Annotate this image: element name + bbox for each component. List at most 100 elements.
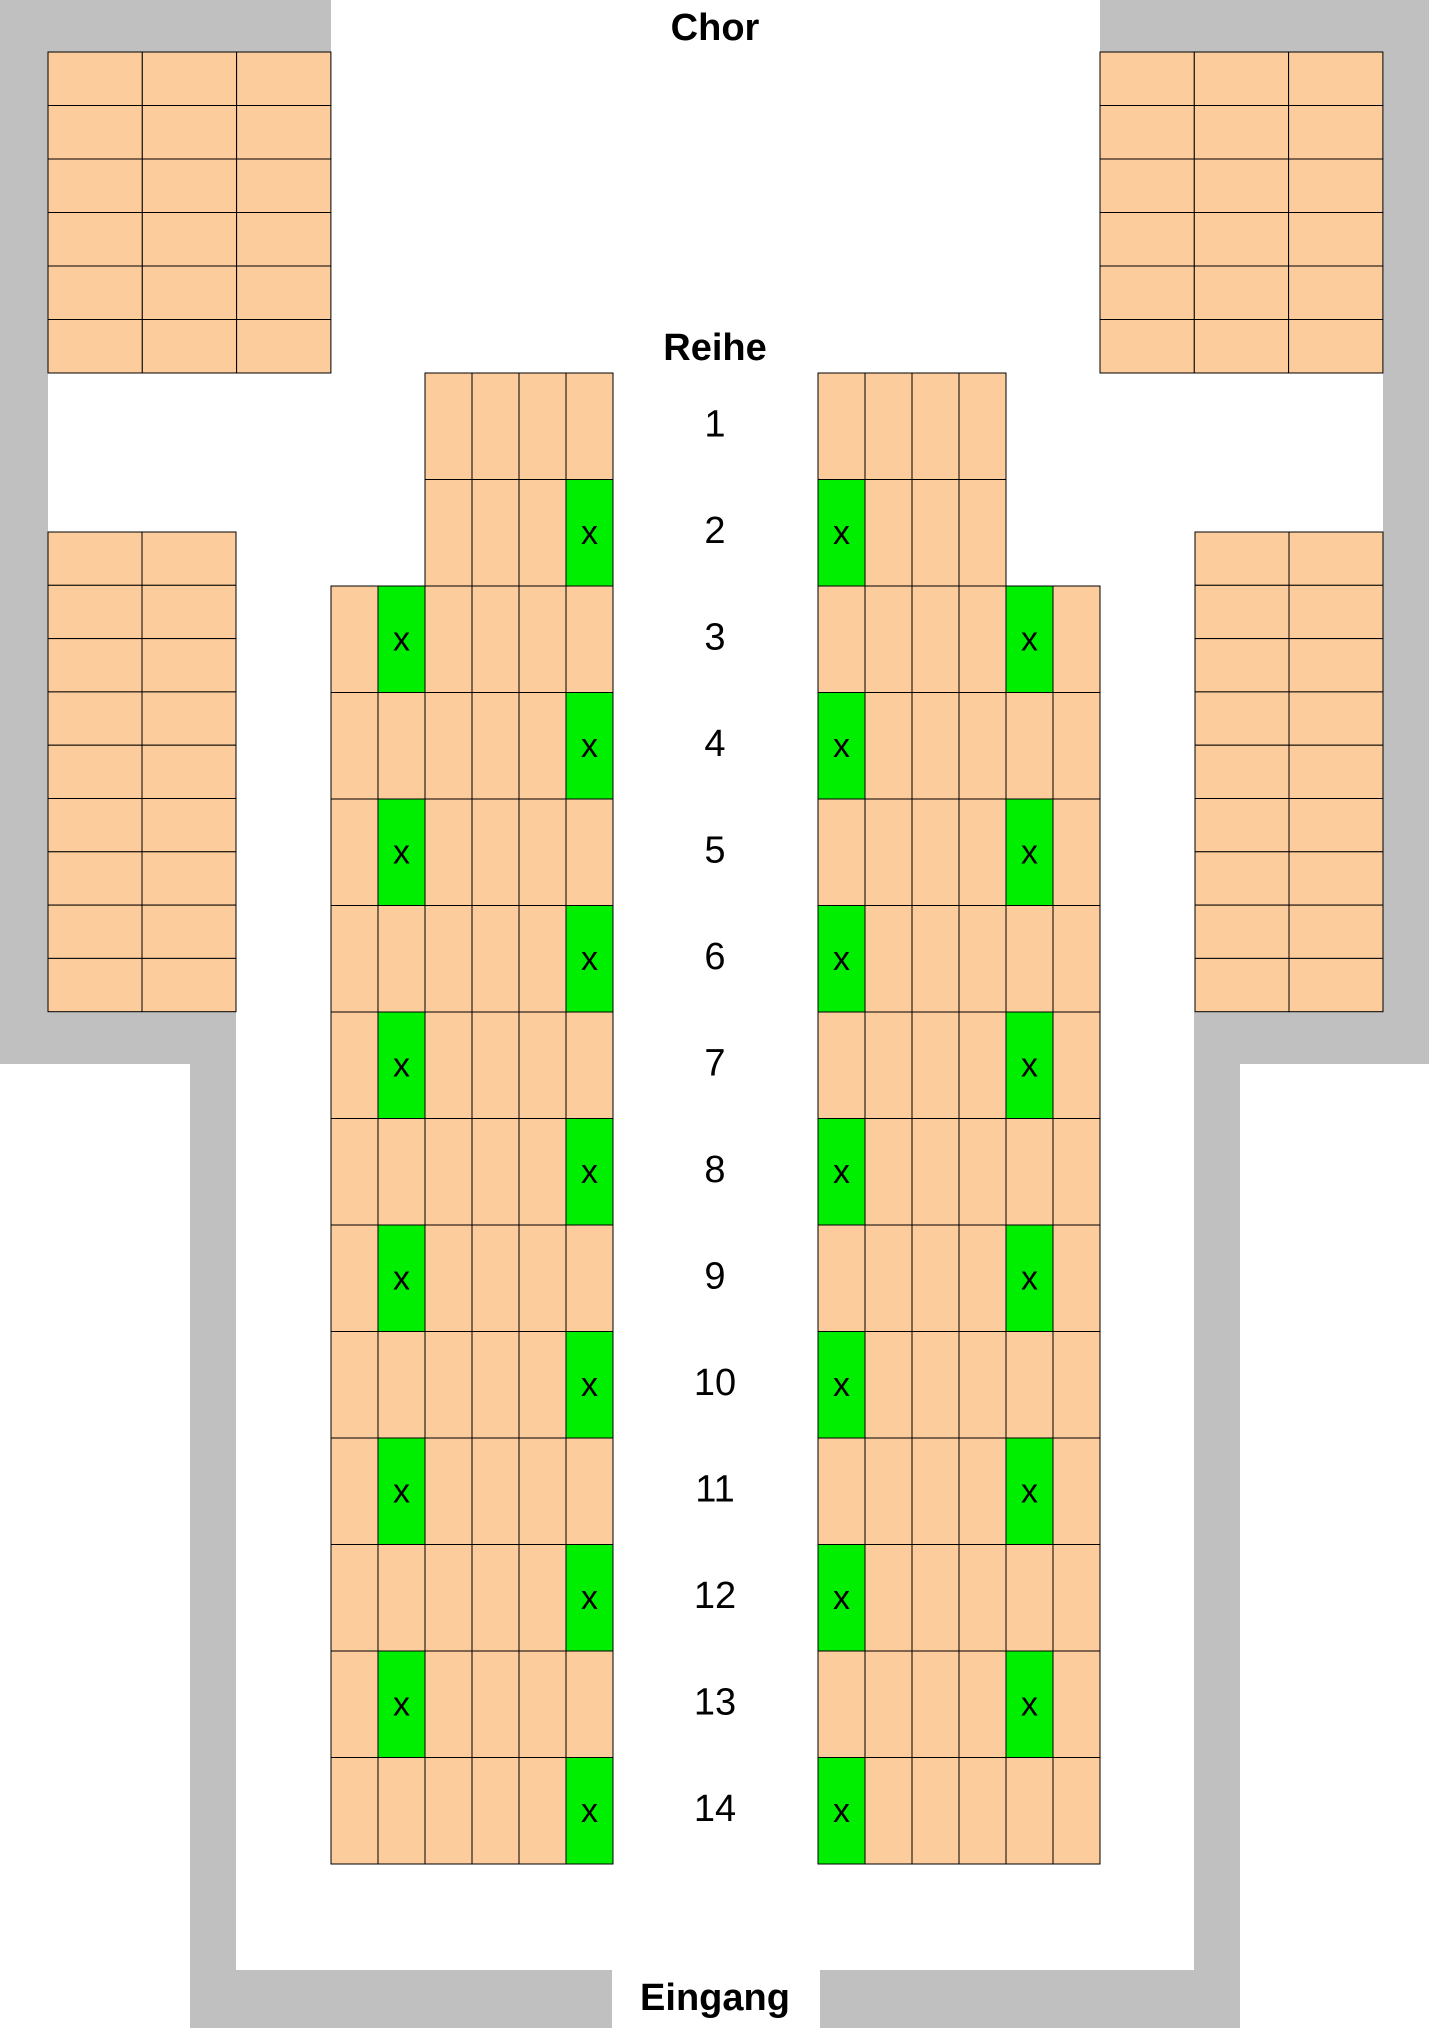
seat-right[interactable] xyxy=(958,372,1007,480)
choir-seat-right[interactable] xyxy=(1099,51,1195,106)
seat-left[interactable] xyxy=(471,1757,520,1865)
side-seat-left[interactable] xyxy=(47,904,143,959)
seat-left[interactable] xyxy=(471,479,520,587)
seat-right[interactable] xyxy=(1052,1650,1101,1758)
seat-left[interactable] xyxy=(518,1118,567,1226)
seat-left[interactable] xyxy=(471,1650,520,1758)
side-seat-right[interactable] xyxy=(1194,584,1290,640)
seat-left[interactable] xyxy=(471,1331,520,1439)
seat-right[interactable] xyxy=(817,372,866,480)
seat-right[interactable] xyxy=(1052,1011,1101,1119)
seat-right[interactable] xyxy=(911,905,960,1013)
side-seat-right[interactable] xyxy=(1194,531,1290,586)
seat-left[interactable] xyxy=(377,1011,426,1119)
seat-right[interactable] xyxy=(958,1011,1007,1119)
seat-right[interactable] xyxy=(911,585,960,693)
seat-right[interactable] xyxy=(1005,798,1054,906)
choir-seat-left[interactable] xyxy=(141,158,238,213)
side-seat-right[interactable] xyxy=(1194,851,1290,906)
seat-right[interactable] xyxy=(1005,1544,1054,1652)
seat-right[interactable] xyxy=(1005,1224,1054,1332)
side-seat-left[interactable] xyxy=(141,957,237,1013)
seat-right[interactable] xyxy=(1005,905,1054,1013)
choir-seat-left[interactable] xyxy=(236,265,332,320)
seat-left[interactable] xyxy=(565,1118,614,1226)
seat-left[interactable] xyxy=(518,1224,567,1332)
seat-left[interactable] xyxy=(424,1757,473,1865)
seat-right[interactable] xyxy=(1005,1331,1054,1439)
choir-seat-right[interactable] xyxy=(1099,265,1195,320)
choir-seat-right[interactable] xyxy=(1099,319,1195,374)
seat-right[interactable] xyxy=(864,1331,913,1439)
side-seat-left[interactable] xyxy=(47,744,143,800)
choir-seat-right[interactable] xyxy=(1193,105,1290,160)
seat-left[interactable] xyxy=(518,372,567,480)
seat-right[interactable] xyxy=(817,798,866,906)
seat-right[interactable] xyxy=(958,905,1007,1013)
seat-right[interactable] xyxy=(864,1118,913,1226)
seat-left[interactable] xyxy=(471,1437,520,1545)
seat-right[interactable] xyxy=(911,1650,960,1758)
seat-left[interactable] xyxy=(424,905,473,1013)
side-seat-right[interactable] xyxy=(1288,584,1384,640)
seat-right[interactable] xyxy=(1052,905,1101,1013)
seat-left[interactable] xyxy=(471,1224,520,1332)
seat-right[interactable] xyxy=(911,1544,960,1652)
seat-left[interactable] xyxy=(518,1011,567,1119)
seat-right[interactable] xyxy=(817,479,866,587)
seat-left[interactable] xyxy=(330,905,379,1013)
seat-right[interactable] xyxy=(864,1011,913,1119)
side-seat-left[interactable] xyxy=(141,531,237,586)
side-seat-right[interactable] xyxy=(1194,744,1290,800)
seat-left[interactable] xyxy=(471,1544,520,1652)
seat-left[interactable] xyxy=(471,905,520,1013)
choir-seat-left[interactable] xyxy=(141,319,238,374)
side-seat-right[interactable] xyxy=(1194,957,1290,1013)
choir-seat-left[interactable] xyxy=(47,212,143,267)
seat-left[interactable] xyxy=(424,479,473,587)
seat-left[interactable] xyxy=(518,1757,567,1865)
choir-seat-left[interactable] xyxy=(47,105,143,160)
seat-left[interactable] xyxy=(330,1118,379,1226)
seat-right[interactable] xyxy=(864,692,913,800)
seat-left[interactable] xyxy=(330,1011,379,1119)
seat-right[interactable] xyxy=(911,1011,960,1119)
seat-right[interactable] xyxy=(958,692,1007,800)
side-seat-left[interactable] xyxy=(47,584,143,640)
choir-seat-right[interactable] xyxy=(1099,212,1195,267)
side-seat-right[interactable] xyxy=(1288,851,1384,906)
seat-left[interactable] xyxy=(424,1011,473,1119)
seat-right[interactable] xyxy=(817,1011,866,1119)
seat-left[interactable] xyxy=(471,798,520,906)
seat-right[interactable] xyxy=(817,1757,866,1865)
seat-left[interactable] xyxy=(565,1437,614,1545)
choir-seat-left[interactable] xyxy=(141,51,238,106)
seat-right[interactable] xyxy=(864,1650,913,1758)
seat-right[interactable] xyxy=(1005,1437,1054,1545)
seat-right[interactable] xyxy=(864,585,913,693)
choir-seat-right[interactable] xyxy=(1099,105,1195,160)
choir-seat-left[interactable] xyxy=(236,212,332,267)
seat-right[interactable] xyxy=(864,798,913,906)
seat-left[interactable] xyxy=(518,905,567,1013)
seat-left[interactable] xyxy=(424,1224,473,1332)
seat-left[interactable] xyxy=(424,692,473,800)
side-seat-right[interactable] xyxy=(1288,957,1384,1013)
choir-seat-right[interactable] xyxy=(1288,51,1384,106)
seat-right[interactable] xyxy=(958,479,1007,587)
seat-right[interactable] xyxy=(817,1224,866,1332)
seat-right[interactable] xyxy=(1052,585,1101,693)
choir-seat-left[interactable] xyxy=(236,158,332,213)
seat-left[interactable] xyxy=(424,372,473,480)
seat-right[interactable] xyxy=(958,1437,1007,1545)
side-seat-right[interactable] xyxy=(1194,798,1290,853)
side-seat-left[interactable] xyxy=(141,584,237,640)
seat-right[interactable] xyxy=(958,585,1007,693)
seat-left[interactable] xyxy=(330,692,379,800)
choir-seat-left[interactable] xyxy=(47,158,143,213)
seat-left[interactable] xyxy=(377,1650,426,1758)
seat-left[interactable] xyxy=(471,585,520,693)
seat-left[interactable] xyxy=(518,692,567,800)
seat-right[interactable] xyxy=(817,1544,866,1652)
choir-seat-right[interactable] xyxy=(1193,158,1290,213)
